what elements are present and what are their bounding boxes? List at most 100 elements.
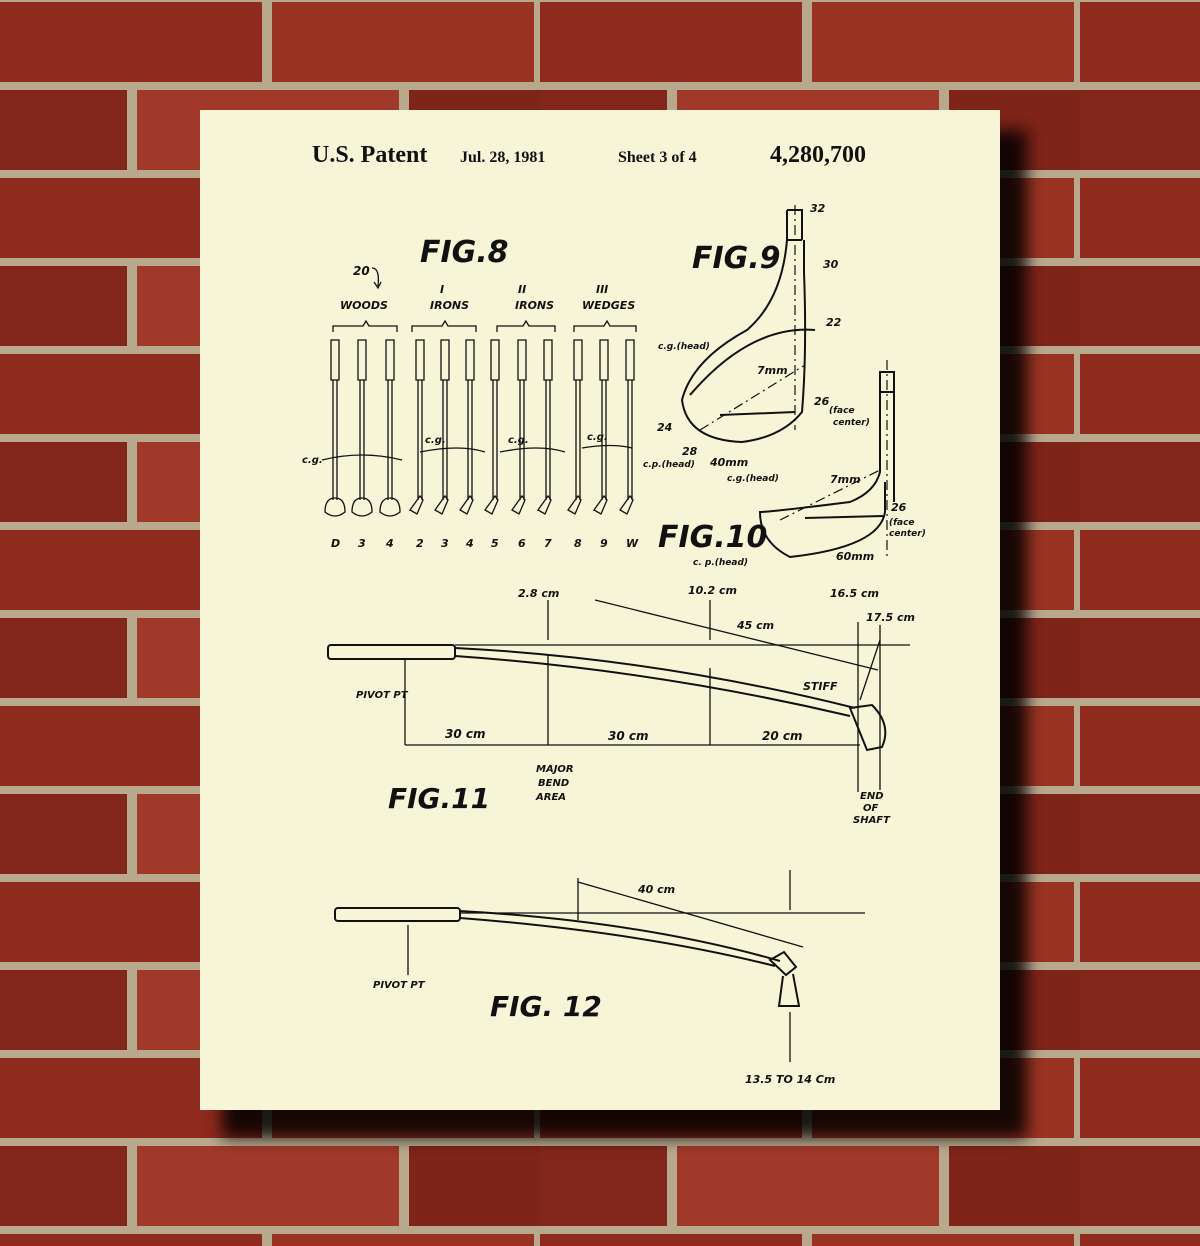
dim-label: 17.5 cm bbox=[866, 611, 915, 624]
cg-lines bbox=[321, 444, 633, 461]
dim-label: 40mm bbox=[709, 456, 748, 469]
cp-head-label: c.p.(head) bbox=[643, 460, 695, 470]
group-irons-1: IRONS bbox=[430, 299, 469, 312]
ref-label: 28 bbox=[682, 445, 698, 458]
club: W bbox=[619, 339, 639, 550]
group-wedges: WEDGES bbox=[582, 299, 635, 312]
cg-label: c.g. bbox=[302, 455, 323, 466]
ref-label: 32 bbox=[810, 202, 826, 215]
grip bbox=[334, 907, 461, 922]
club: 7 bbox=[537, 339, 553, 550]
end-label: SHAFT bbox=[853, 815, 891, 826]
fig10: FIG.10 26 c.g.(head) c. p.(head) 7mm 60m… bbox=[658, 360, 926, 568]
club: D bbox=[324, 339, 346, 550]
club: 9 bbox=[593, 339, 609, 550]
club: 2 bbox=[409, 339, 425, 550]
club-label: 4 bbox=[385, 537, 394, 550]
shaft bbox=[459, 910, 781, 967]
ref-label: 30 bbox=[823, 258, 839, 271]
dim-label: 2.8 cm bbox=[518, 587, 559, 600]
club-label: D bbox=[331, 537, 340, 550]
dim-label: 13.5 TO 14 Cm bbox=[745, 1073, 835, 1086]
fig11: 2.8 cm 10.2 cm 16.5 cm 17.5 cm 45 cm STI… bbox=[327, 584, 915, 826]
grip bbox=[327, 644, 456, 660]
patent-title: U.S. Patent bbox=[312, 142, 427, 168]
club-label: 4 bbox=[465, 537, 474, 550]
arrow-icon bbox=[371, 267, 382, 290]
end-label: END bbox=[860, 791, 884, 802]
fig9-title: FIG.9 bbox=[692, 241, 781, 276]
club-row: D 3 4 2 3 4 5 6 7 8 9 W bbox=[324, 339, 639, 550]
fig10-title: FIG.10 bbox=[658, 520, 767, 555]
club-label: W bbox=[626, 537, 639, 550]
dim-label: 40 cm bbox=[637, 883, 675, 896]
club: 8 bbox=[567, 339, 583, 550]
club: 3 bbox=[351, 339, 373, 550]
poster bbox=[200, 110, 1000, 1110]
dim-label: 45 cm bbox=[736, 619, 774, 632]
dim-label: 10.2 cm bbox=[688, 584, 737, 597]
cg-label: c.g. bbox=[587, 432, 608, 443]
patent-date: Jul. 28, 1981 bbox=[460, 149, 545, 166]
face-label: (face bbox=[889, 518, 915, 528]
club-head bbox=[848, 703, 887, 752]
sheet-number: Sheet 3 of 4 bbox=[618, 149, 697, 166]
club: 5 bbox=[484, 339, 500, 550]
dim-label: 30 cm bbox=[608, 729, 649, 743]
ref-label: 26 bbox=[814, 395, 830, 408]
dim-label: 30 cm bbox=[445, 727, 486, 741]
club: 4 bbox=[459, 339, 475, 550]
club-label: 3 bbox=[441, 537, 449, 550]
pivot-label: PIVOT PT bbox=[373, 980, 426, 991]
dim-label: 20 cm bbox=[762, 729, 803, 743]
cg-head-label: c.g.(head) bbox=[658, 342, 710, 352]
dim-label: 7mm bbox=[757, 364, 788, 377]
club: 3 bbox=[434, 339, 450, 550]
group-irons-2: IRONS bbox=[515, 299, 554, 312]
group-braces bbox=[332, 319, 637, 332]
face-label: center) bbox=[889, 529, 926, 539]
group-roman: II bbox=[518, 283, 526, 296]
group-roman: III bbox=[596, 283, 608, 296]
club-label: 6 bbox=[518, 537, 526, 550]
fig9: FIG.9 32 30 22 24 28 26 c.g.(head) c.p.(… bbox=[643, 202, 870, 470]
stiff-label: STIFF bbox=[803, 680, 838, 693]
club-label: 2 bbox=[416, 537, 424, 550]
fig8-title: FIG.8 bbox=[420, 235, 509, 270]
fig12: 40 cm PIVOT PT FIG. 12 13.5 TO 14 Cm bbox=[334, 870, 865, 1086]
fig11-title: FIG.11 bbox=[388, 782, 490, 815]
group-roman: I bbox=[440, 283, 444, 296]
group-woods: WOODS bbox=[340, 299, 388, 312]
bend-label: AREA bbox=[535, 792, 566, 803]
face-label: (face bbox=[829, 406, 855, 416]
pivot-label: PIVOT PT bbox=[356, 690, 409, 701]
patent-number: 4,280,700 bbox=[770, 142, 866, 168]
club: 4 bbox=[379, 339, 401, 550]
ref-label: 24 bbox=[657, 421, 672, 434]
dim-label: 16.5 cm bbox=[830, 587, 879, 600]
cp-head-label: c. p.(head) bbox=[693, 558, 748, 568]
end-label: OF bbox=[863, 803, 879, 814]
fig12-title: FIG. 12 bbox=[490, 990, 602, 1023]
face-label: center) bbox=[833, 418, 870, 428]
shaft bbox=[454, 647, 856, 717]
club-label: 8 bbox=[574, 537, 582, 550]
dim-label: 60mm bbox=[836, 550, 874, 563]
club-label: 9 bbox=[600, 537, 608, 550]
club-label: 3 bbox=[358, 537, 366, 550]
ref-label: 22 bbox=[826, 316, 842, 329]
bend-label: BEND bbox=[538, 778, 569, 789]
dim-label: 7mm bbox=[830, 473, 861, 486]
iron-head bbox=[758, 371, 895, 559]
bend-label: MAJOR bbox=[536, 764, 574, 775]
club-label: 7 bbox=[544, 537, 552, 550]
cg-label: c.g. bbox=[508, 435, 529, 446]
club-label: 5 bbox=[491, 537, 499, 550]
cg-head-label: c.g.(head) bbox=[727, 474, 779, 484]
club: 6 bbox=[511, 339, 527, 550]
ref-label: 26 bbox=[891, 501, 907, 514]
patent-header: U.S. Patent Jul. 28, 1981 Sheet 3 of 4 4… bbox=[312, 142, 866, 168]
driver-head bbox=[680, 209, 807, 444]
fig8: FIG.8 20 WOODS I IRONS II IRONS III WEDG… bbox=[302, 235, 639, 550]
